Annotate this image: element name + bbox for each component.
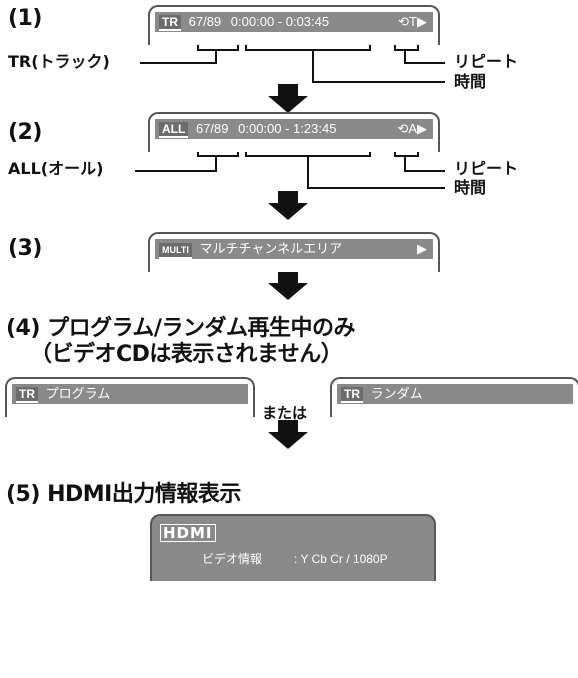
down-arrow-2 [268,191,308,220]
s1-time-bracket [245,42,371,51]
s1-track-leader [140,50,217,64]
multi-tag-icon: MULTI [159,243,192,259]
step-4-random-bar: TR ランダム [337,384,573,404]
step-2-time-callout: 時間 [454,178,487,197]
tr-tag-icon: TR [341,387,363,403]
or-label: または [262,404,308,422]
s2-track-bracket [197,148,239,157]
s1-mode-bracket [394,42,419,51]
step-4-random-panel: TR ランダム [330,377,578,417]
all-tag-icon: ALL [159,122,189,138]
s1-time-leader [312,50,445,83]
step-1-time-callout: 時間 [454,72,487,91]
step-3-status-bar: MULTI マルチチャンネルエリア ▶ [155,239,433,259]
random-text: ランダム [370,386,423,401]
down-arrow-1 [268,84,308,113]
tr-tag-icon: TR [159,15,181,31]
step-1-side-label: TR(トラック) [8,52,110,71]
step-3-text: マルチチャンネルエリア [199,241,343,256]
step-2-display-panel: ALL 67/89 0:00:00 - 1:23:45 ⟲A▶ [148,112,440,152]
step-1-repeat-mode-icon: ⟲T▶ [398,14,427,29]
program-text: プログラム [45,386,111,401]
step-2-time: 0:00:00 - 1:23:45 [238,121,337,136]
step-2-repeat-callout: リピート [454,159,519,178]
step-4-program-panel: TR プログラム [5,377,255,417]
hdmi-row-audio: オーディオ情報: PCM [202,594,328,608]
step-1-track-count: 67/89 [188,14,222,29]
step-3-number: (3) [8,236,42,261]
step-1-display-panel: TR 67/89 0:00:00 - 0:03:45 ⟲T▶ [148,5,440,45]
play-arrow-icon: ▶ [417,241,427,256]
step-2-status-bar: ALL 67/89 0:00:00 - 1:23:45 ⟲A▶ [155,119,433,139]
s2-track-leader [135,156,217,172]
hdmi-info-panel: HDMI ビデオ情報: Y Cb Cr / 1080P オーディオ情報: PCM… [150,514,436,650]
hdmi-info-lines: ビデオ情報: Y Cb Cr / 1080P オーディオ情報: PCM 最大チャ… [202,524,388,678]
step-4-heading-line1: (4) プログラム/ランダム再生中のみ [6,316,355,341]
s1-track-bracket [197,42,239,51]
step-1-time: 0:00:00 - 0:03:45 [230,14,330,29]
step-2-repeat-mode-icon: ⟲A▶ [397,121,427,136]
step-5-heading: (5) HDMI出力情報表示 [6,482,241,507]
hdmi-row-channels: 最大チャンネル: 2ch [202,636,321,650]
step-3-display-panel: MULTI マルチチャンネルエリア ▶ [148,232,440,272]
hdmi-logo-icon: HDMI [160,524,216,542]
tr-tag-icon: TR [16,387,38,403]
step-1-number: (1) [8,6,42,31]
s2-mode-leader [404,156,445,172]
step-1-repeat-callout: リピート [454,52,519,71]
s2-mode-bracket [394,148,419,157]
step-4-program-bar: TR プログラム [12,384,248,404]
step-2-number: (2) [8,120,42,145]
step-2-side-label: ALL(オール) [8,159,104,178]
step-4-heading-line2: （ビデオCDは表示されません） [30,342,343,367]
s1-mode-leader [404,50,445,64]
step-1-status-bar: TR 67/89 0:00:00 - 0:03:45 ⟲T▶ [155,12,433,32]
connector-overlay [135,42,445,449]
hdmi-row-video: ビデオ情報: Y Cb Cr / 1080P [202,552,388,566]
down-arrow-3 [268,271,308,300]
s2-time-leader [307,156,445,189]
down-arrow-4 [268,420,308,449]
step-2-track-count: 67/89 [195,121,229,136]
